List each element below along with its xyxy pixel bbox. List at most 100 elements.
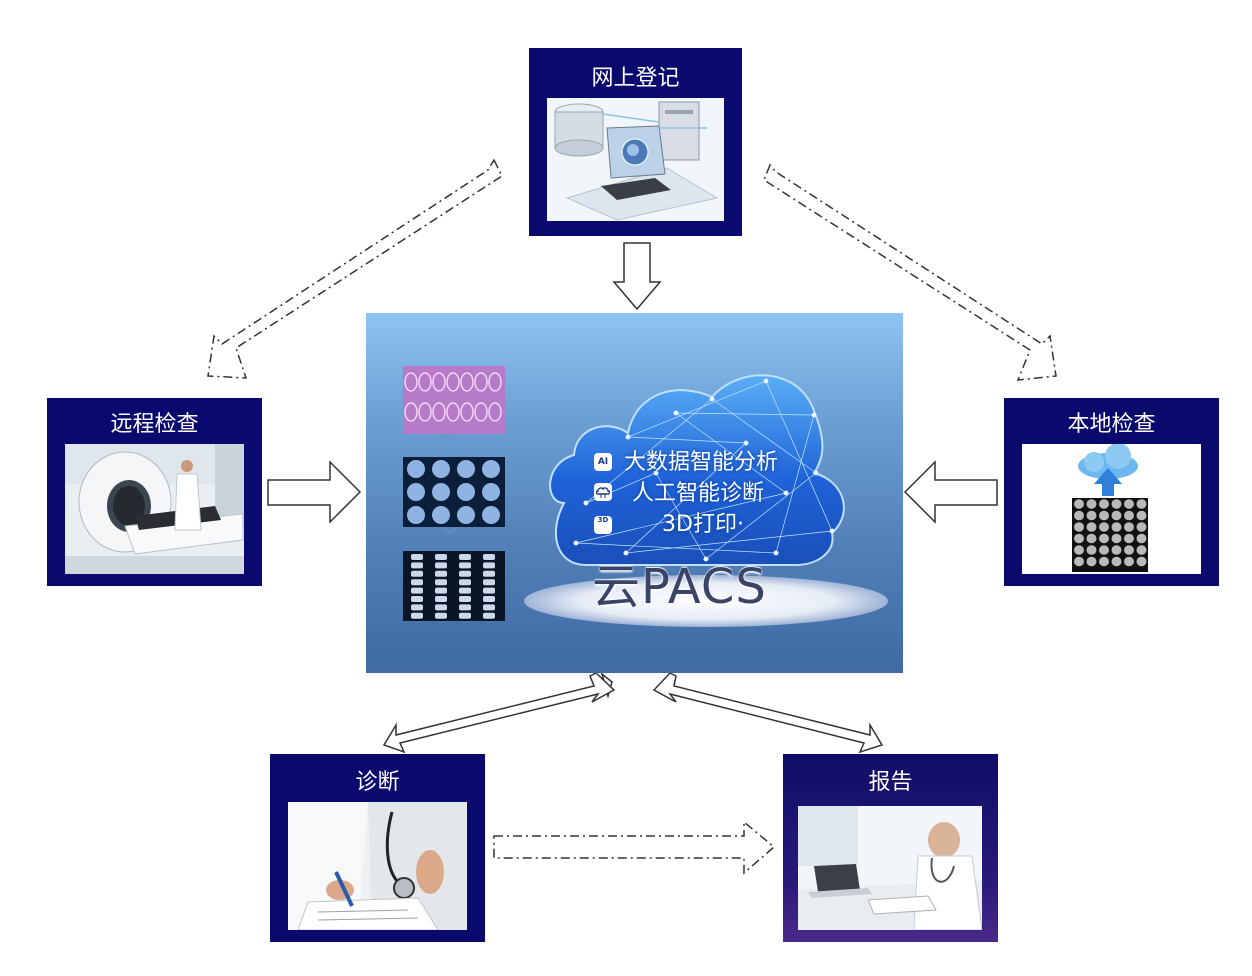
mri-slice xyxy=(1074,522,1084,532)
network-node xyxy=(703,556,709,562)
vertebra xyxy=(483,554,495,560)
vertebra xyxy=(411,604,423,611)
network-node xyxy=(829,528,835,534)
mri-slice xyxy=(1124,545,1134,555)
vertebra xyxy=(483,587,495,594)
mri-slice xyxy=(1124,533,1134,544)
arrow-pacs-diagnosis xyxy=(382,672,616,754)
network-link xyxy=(627,380,767,438)
network-node xyxy=(773,550,779,556)
node-remote-exam: 远程检查 xyxy=(47,398,262,586)
vertebra xyxy=(483,604,495,611)
vertebra xyxy=(411,554,423,560)
network-node xyxy=(811,412,817,418)
node-online-registration: 网上登记 xyxy=(529,48,742,236)
mri-slice xyxy=(1074,533,1084,544)
vertebra xyxy=(435,612,447,619)
vertebra xyxy=(459,570,471,577)
mri-slice xyxy=(1074,545,1084,555)
vertebra xyxy=(435,596,447,602)
mri-thumb xyxy=(432,506,450,524)
vertebra xyxy=(435,587,447,594)
vertebra xyxy=(435,579,447,586)
vertebra xyxy=(411,562,423,569)
mri-slice xyxy=(1099,522,1109,532)
doctor-report-photo xyxy=(798,806,982,930)
tissue-cell xyxy=(446,402,460,422)
node-title: 远程检查 xyxy=(110,412,199,437)
mri-slice xyxy=(1124,522,1134,532)
tissue-cell xyxy=(418,402,432,422)
arrow-remote-to-pacs xyxy=(267,460,362,524)
vertebra xyxy=(459,596,471,602)
mri-thumb xyxy=(407,506,425,524)
network-lines xyxy=(573,378,835,562)
network-node xyxy=(783,490,789,496)
mri-slice xyxy=(1086,510,1097,521)
network-link xyxy=(765,380,833,532)
arrow-local-to-pacs xyxy=(903,460,998,524)
mri-slice xyxy=(1136,545,1147,555)
feature-3d-printing: 3D打印· xyxy=(662,512,744,537)
mri-thumb xyxy=(457,483,475,501)
mri-thumb xyxy=(432,460,450,478)
doctor-stethoscope-photo xyxy=(288,802,467,930)
computer-illustration xyxy=(547,98,724,221)
network-node xyxy=(573,540,579,546)
network-node xyxy=(709,396,715,402)
printer-3d-icon: 3D xyxy=(594,516,612,534)
network-link xyxy=(675,412,815,416)
mri-slice xyxy=(1111,522,1122,532)
vertebra xyxy=(411,579,423,586)
tissue-cell xyxy=(474,372,488,392)
network-node xyxy=(813,470,819,476)
tissue-cell xyxy=(446,372,460,392)
mri-slice xyxy=(1124,499,1134,509)
tissue-cell xyxy=(404,372,418,392)
vertebra xyxy=(459,604,471,611)
cloud-pacs-panel: ︾ ︾ AI xyxy=(366,313,903,673)
node-local-exam: 本地检查 xyxy=(1004,398,1219,586)
mri-slice xyxy=(1086,499,1097,509)
tissue-cell xyxy=(418,372,432,392)
vertebra xyxy=(435,604,447,611)
feature-ai-diagnosis: 人工智能诊断 xyxy=(632,481,765,506)
mri-slice xyxy=(1099,556,1109,567)
vertebra xyxy=(411,612,423,619)
node-title: 诊断 xyxy=(355,770,400,795)
cloud-chip-icon xyxy=(594,483,612,501)
mri-slice xyxy=(1074,499,1084,509)
mri-slice xyxy=(1136,499,1147,509)
mri-slice xyxy=(1099,510,1109,521)
node-title: 报告 xyxy=(868,770,913,795)
cloud-upload-illustration xyxy=(1022,444,1201,574)
pathology-slide-image xyxy=(403,366,505,434)
cloud-graphic xyxy=(524,374,888,627)
vertebra xyxy=(411,570,423,577)
arrow-diagnosis-to-report xyxy=(493,820,776,875)
tissue-pattern xyxy=(404,372,502,422)
mri-slice xyxy=(1124,556,1134,567)
mri-thumb xyxy=(457,506,475,524)
vertebra xyxy=(483,562,495,569)
network-link xyxy=(711,398,817,474)
mri-slice xyxy=(1099,545,1109,555)
mri-thumb xyxy=(407,483,425,501)
mri-slice xyxy=(1086,556,1097,567)
mri-slice xyxy=(1124,510,1134,521)
chevron-down-icon: ︾ xyxy=(442,528,456,544)
vertebra xyxy=(483,570,495,577)
vertebra xyxy=(459,579,471,586)
mri-slice xyxy=(1111,533,1122,544)
network-node xyxy=(623,550,629,556)
mri-slice xyxy=(1074,510,1084,521)
mri-slice xyxy=(1111,510,1122,521)
tissue-cell xyxy=(460,402,474,422)
mri-thumb xyxy=(482,460,500,478)
vertebra xyxy=(459,554,471,560)
node-title: 本地检查 xyxy=(1067,412,1156,437)
arrow-pacs-diagnosis-bidirectional xyxy=(600,671,613,699)
vertebra xyxy=(483,596,495,602)
vertebra xyxy=(459,612,471,619)
mri-thumb xyxy=(482,506,500,524)
